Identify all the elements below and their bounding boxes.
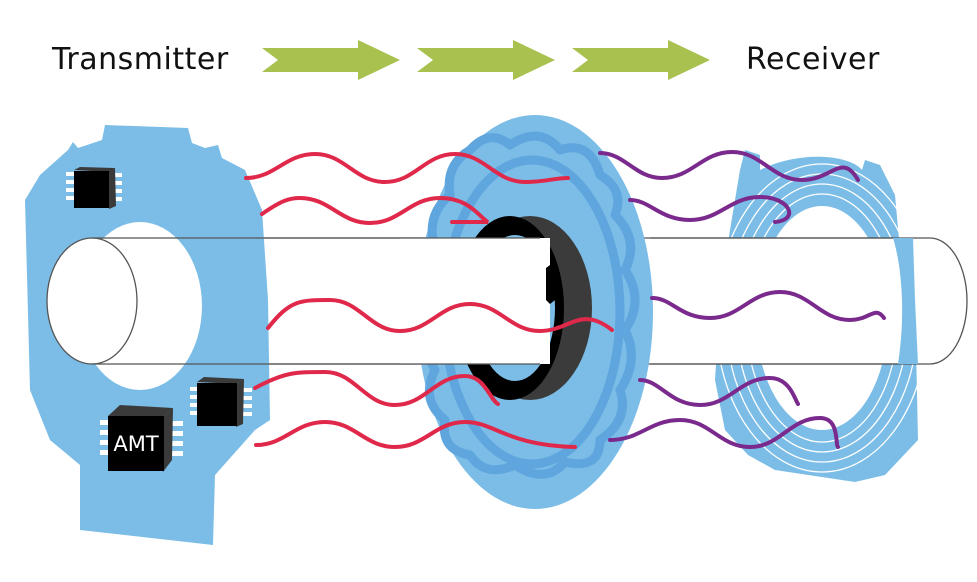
transmitted-signals	[244, 151, 614, 450]
shaft-end	[46, 237, 138, 365]
rx-wave	[598, 149, 860, 183]
tx-wave	[266, 297, 614, 334]
rx-wave	[608, 415, 840, 450]
rx-wave	[628, 194, 791, 224]
tx-wave	[244, 151, 570, 185]
rx-wave	[638, 375, 800, 408]
direction-arrows	[262, 40, 710, 80]
rx-wave	[650, 289, 886, 323]
tx-wave	[253, 369, 500, 408]
transmitter-label: Transmitter	[52, 42, 229, 77]
arrow-icon	[572, 40, 710, 80]
chip-small-right	[190, 377, 252, 427]
arrow-icon	[417, 40, 555, 80]
tx-wave	[260, 195, 490, 226]
receiver-label: Receiver	[746, 42, 880, 77]
chip-label: AMT	[113, 432, 158, 456]
tx-wave	[254, 419, 577, 450]
chip-amt: AMT	[100, 405, 183, 472]
arrow-icon	[262, 40, 400, 80]
chip-small-top	[66, 167, 122, 209]
received-signals	[598, 149, 886, 450]
